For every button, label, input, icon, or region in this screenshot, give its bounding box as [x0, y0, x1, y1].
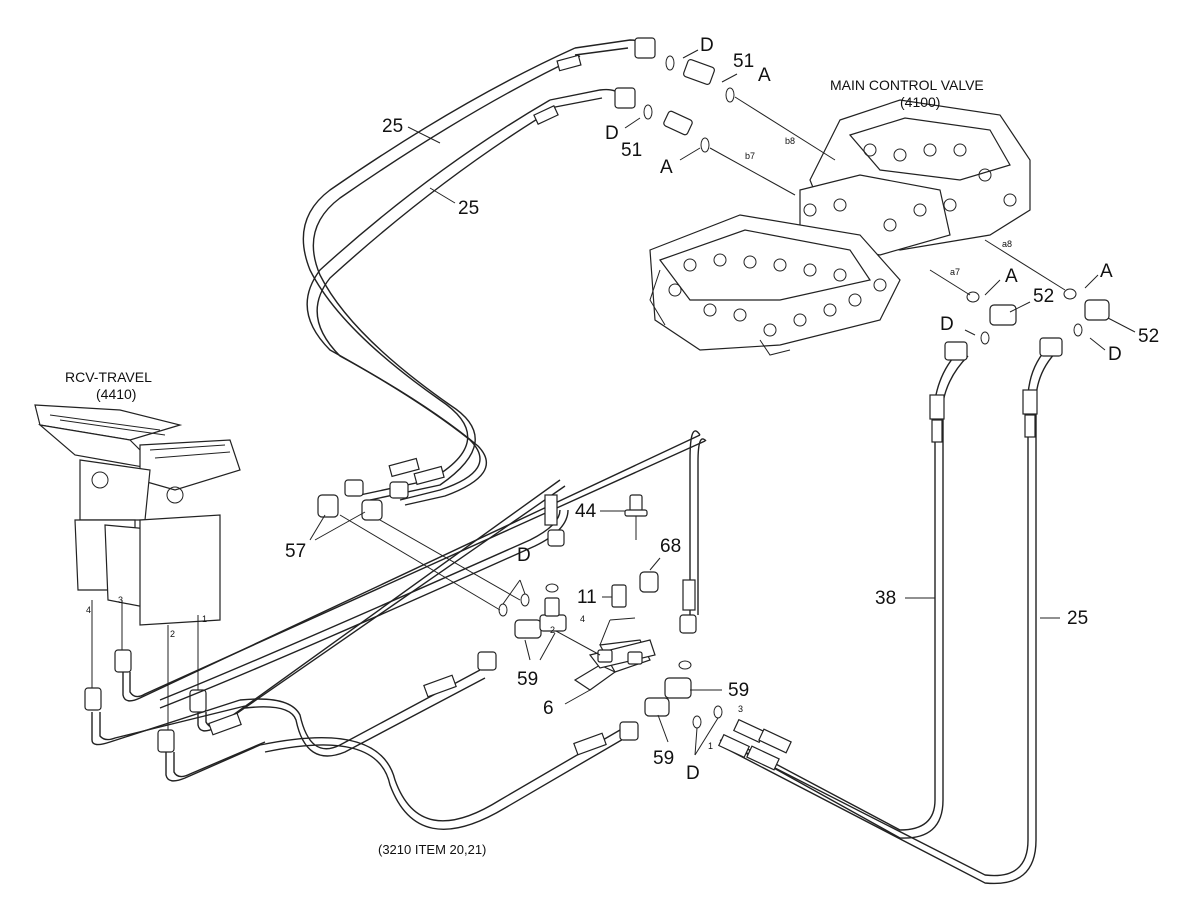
callout-51-top: 51 [733, 51, 755, 72]
rcv-travel-title: RCV-TRAVEL [65, 369, 152, 385]
callout-6: 6 [543, 698, 554, 719]
rcv-port-4: 4 [86, 605, 92, 615]
callout-44: 44 [575, 501, 597, 522]
callout-52-left: 52 [1033, 286, 1055, 307]
hose-25-upper [302, 37, 656, 506]
block-port-2: 2 [550, 625, 556, 635]
callout-25-right: 25 [1067, 608, 1089, 629]
rcv-port-3: 3 [118, 595, 124, 605]
main-control-valve-code: (4100) [900, 94, 941, 110]
elbow-57 [317, 494, 521, 611]
rcv-port-2: 2 [170, 629, 176, 639]
outlet-port-1: 1 [708, 741, 714, 751]
callout-a-top: A [758, 65, 771, 86]
port-leaders [709, 96, 1066, 296]
callout-57: 57 [285, 541, 307, 562]
callout-38: 38 [875, 588, 897, 609]
rcv-travel-code: (4410) [96, 386, 137, 402]
fitting-51-top [665, 55, 735, 103]
callout-59-bottom: 59 [653, 748, 675, 769]
callout-25-left: 25 [382, 116, 404, 137]
callout-d-bottom: D [686, 763, 700, 784]
callout-68: 68 [660, 536, 682, 557]
callout-leaders [309, 49, 1136, 756]
callout-d-center: D [517, 545, 531, 566]
callout-51-mid: 51 [621, 140, 643, 161]
reference-note: (3210 ITEM 20,21) [378, 842, 487, 857]
callout-52-right: 52 [1138, 326, 1160, 347]
fitting-51-mid [643, 104, 710, 153]
callout-59-left: 59 [517, 669, 539, 690]
port-label-b7: b7 [745, 151, 756, 161]
fitting-68 [639, 571, 659, 593]
rcv-travel-valve [34, 404, 241, 626]
callout-25-mid: 25 [458, 198, 480, 219]
fitting-44 [624, 494, 648, 540]
outlet-port-3: 3 [738, 704, 744, 714]
hose-38-and-25-right [717, 337, 1063, 885]
callout-a-right2: A [1100, 261, 1113, 282]
callout-59-right: 59 [728, 680, 750, 701]
block-port-4: 4 [580, 614, 586, 624]
port-label-a8: a8 [1002, 239, 1013, 249]
rcv-port-1: 1 [202, 614, 208, 624]
port-label-b8: b8 [785, 136, 796, 146]
tee-59 [514, 583, 692, 717]
callout-d-right2: D [1108, 344, 1122, 365]
rcv-port-hoses [84, 430, 707, 830]
callout-d-mid: D [605, 123, 619, 144]
callout-11: 11 [577, 587, 597, 608]
port-label-a7: a7 [950, 267, 961, 277]
callout-a-mid: A [660, 157, 673, 178]
callout-d-right1: D [940, 314, 954, 335]
main-control-valve [649, 99, 1031, 356]
fitting-11 [611, 584, 627, 608]
callout-a-right1: A [1005, 266, 1018, 287]
manifold-block-6 [544, 617, 656, 691]
main-control-valve-title: MAIN CONTROL VALVE [830, 77, 984, 93]
callout-d-top: D [700, 35, 714, 56]
fitting-52 [966, 288, 1110, 345]
